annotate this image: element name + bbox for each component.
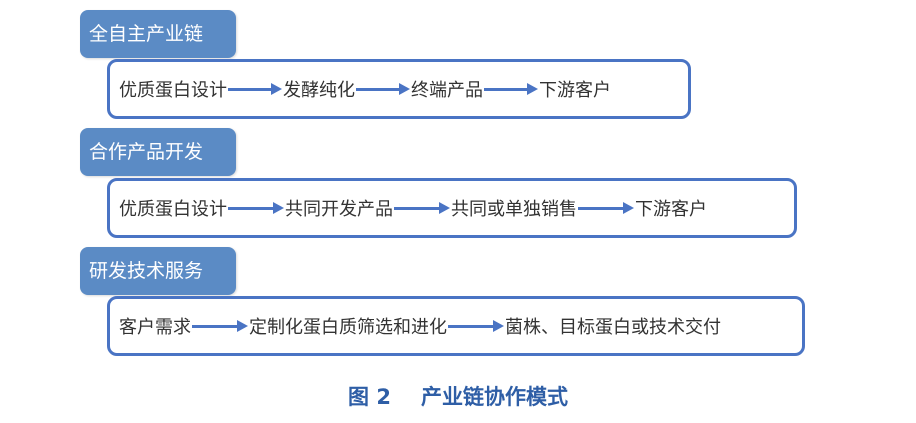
section-title-tab: 研发技术服务: [80, 247, 236, 295]
flow-step: 共同或单独销售: [451, 199, 577, 220]
flow-step: 优质蛋白设计: [119, 80, 227, 101]
flow-box: 优质蛋白设计 发酵纯化 终端产品 下游客户: [107, 59, 691, 119]
flow-step: 下游客户: [539, 80, 611, 101]
section-title-tab: 合作产品开发: [80, 128, 236, 176]
flow-step: 终端产品: [411, 80, 483, 101]
arrow-right-icon: [356, 83, 410, 95]
figure-title: 产业链协作模式: [420, 385, 568, 409]
arrow-right-icon: [448, 320, 504, 332]
flow-step: 发酵纯化: [283, 80, 355, 101]
section-title: 全自主产业链: [89, 23, 204, 45]
flow-step: 下游客户: [635, 199, 707, 220]
section-title: 研发技术服务: [89, 260, 204, 282]
flow-step: 客户需求: [119, 317, 191, 338]
arrow-right-icon: [228, 202, 284, 214]
flow-box: 优质蛋白设计 共同开发产品 共同或单独销售 下游客户: [107, 178, 797, 238]
section-title: 合作产品开发: [89, 141, 204, 163]
flow-step: 菌株、目标蛋白或技术交付: [505, 317, 721, 338]
arrow-right-icon: [578, 202, 634, 214]
section-title-tab: 全自主产业链: [80, 10, 236, 58]
arrow-right-icon: [228, 83, 282, 95]
flow-step: 共同开发产品: [285, 199, 393, 220]
flow-step: 优质蛋白设计: [119, 199, 227, 220]
flow-step: 定制化蛋白质筛选和进化: [249, 317, 447, 338]
figure-caption: 图 2 产业链协作模式: [0, 381, 916, 411]
arrow-right-icon: [394, 202, 450, 214]
arrow-right-icon: [484, 83, 538, 95]
figure-number: 图 2: [348, 385, 391, 409]
arrow-right-icon: [192, 320, 248, 332]
flow-box: 客户需求 定制化蛋白质筛选和进化 菌株、目标蛋白或技术交付: [107, 296, 805, 356]
